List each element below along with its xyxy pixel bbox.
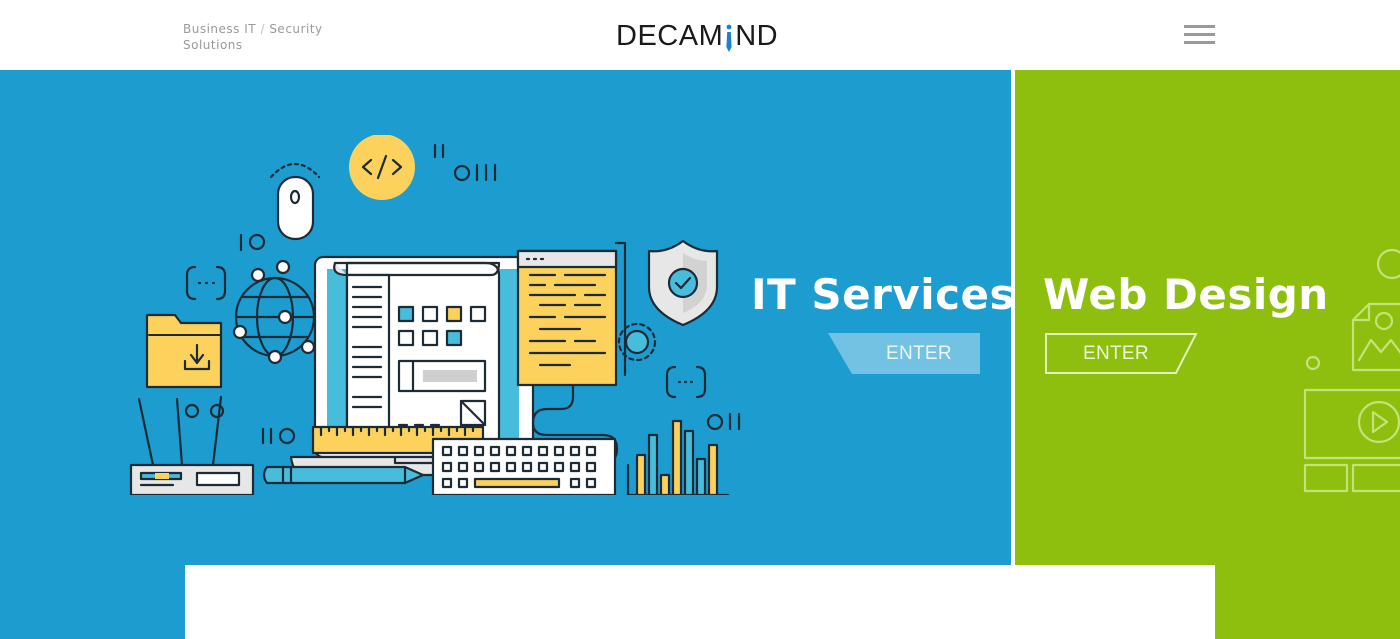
logo-text-left: DECAM — [616, 20, 724, 52]
web-design-title: Web Design — [1043, 270, 1329, 319]
it-services-illustration — [129, 135, 741, 495]
decamind-logo[interactable]: DECAM ND — [616, 22, 778, 54]
it-services-enter-label: ENTER — [886, 343, 952, 364]
tagline-business-it: Business IT — [183, 22, 257, 36]
web-design-enter-button[interactable]: ENTER — [1045, 333, 1198, 374]
logo-tie-icon — [724, 22, 734, 54]
web-design-illustration — [1303, 248, 1400, 493]
web-design-panel[interactable]: Web Design ENTER — [1015, 70, 1400, 639]
hamburger-menu-icon[interactable] — [1184, 25, 1216, 47]
tagline-separator: / — [260, 22, 265, 36]
site-header: Business IT / Security Solutions DECAM N… — [0, 0, 1400, 70]
site-tagline: Business IT / Security Solutions — [183, 21, 353, 53]
content-card — [185, 565, 1215, 639]
web-design-enter-label: ENTER — [1083, 343, 1149, 364]
it-services-enter-button[interactable]: ENTER — [828, 333, 980, 374]
tagline-security-solutions: Security Solutions — [183, 22, 323, 52]
it-services-panel[interactable]: IT Services ENTER — [0, 70, 1011, 639]
logo-text-right: ND — [735, 20, 779, 52]
it-services-title: IT Services — [751, 270, 1011, 319]
